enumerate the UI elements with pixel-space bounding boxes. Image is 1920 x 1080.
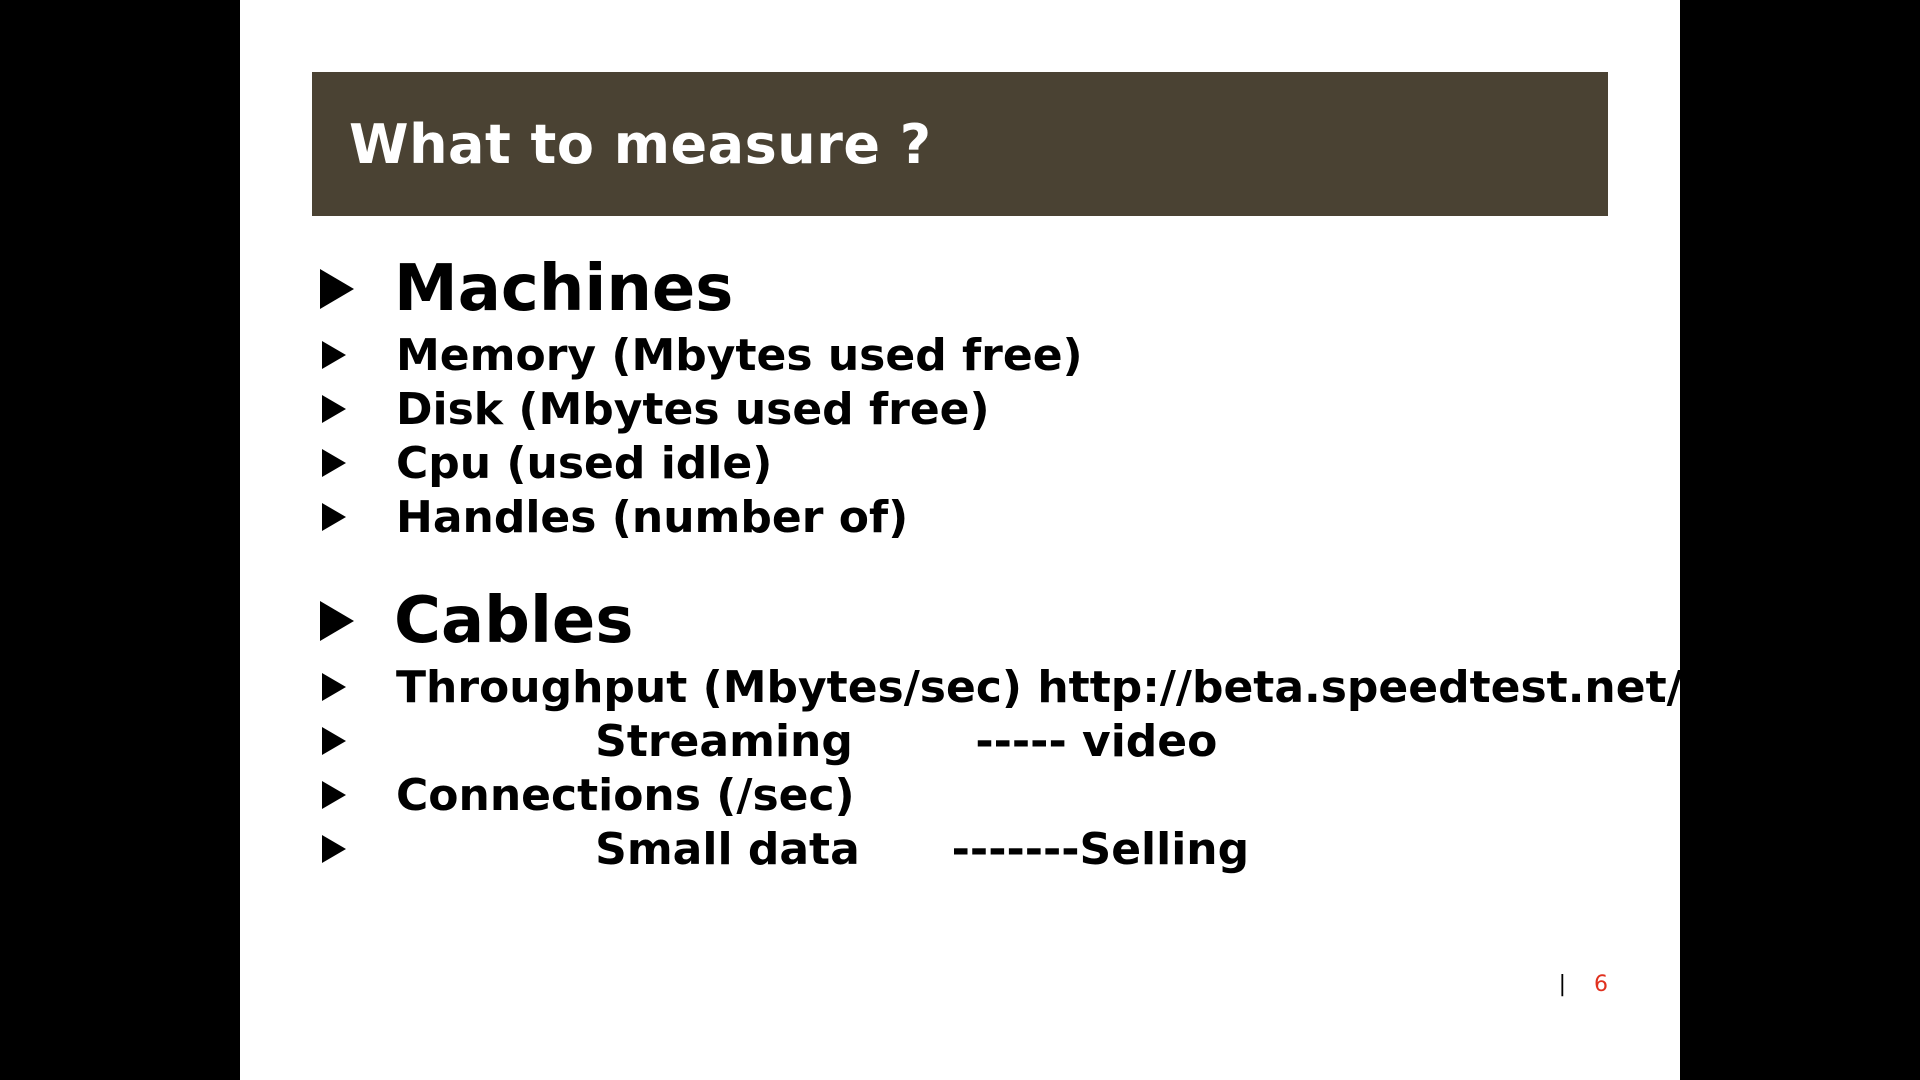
bullet-item: Disk (Mbytes used free) [320,382,1640,436]
triangle-bullet-icon [322,341,346,369]
triangle-bullet-icon [322,727,346,755]
bullet-list: Machines Memory (Mbytes used free) Disk … [320,250,1680,876]
bullet-text: Disk (Mbytes used free) [396,383,990,435]
bullet-text: Cpu (used idle) [396,437,773,489]
bullet-text: Throughput (Mbytes/sec) http://beta.spee… [396,661,1680,713]
bullet-item: Cpu (used idle) [320,436,1640,490]
triangle-bullet-icon [322,395,346,423]
bullet-text: Cables [394,584,634,658]
triangle-bullet-icon [322,673,346,701]
group-spacer [320,544,1640,582]
bullet-text: Streaming ----- video [396,715,1218,767]
triangle-bullet-icon [322,835,346,863]
bullet-item: Handles (number of) [320,490,1640,544]
page-number: 6 [1594,972,1608,997]
bullet-heading-cables: Cables [320,582,1640,660]
bullet-text: Small data -------Selling [396,823,1250,875]
bullet-item: Throughput (Mbytes/sec) http://beta.spee… [320,660,1680,714]
slide-title: What to measure ? [349,112,932,176]
bullet-text: Machines [394,252,734,326]
triangle-bullet-icon [320,601,354,641]
triangle-bullet-icon [322,449,346,477]
bullet-text: Memory (Mbytes used free) [396,329,1083,381]
triangle-bullet-icon [322,503,346,531]
page-number-separator: | [1558,972,1566,997]
bullet-item: Streaming ----- video [320,714,1640,768]
slide: What to measure ? Machines Memory (Mbyte… [240,0,1680,1080]
bullet-text: Connections (/sec) [396,769,855,821]
bullet-item: Connections (/sec) [320,768,1640,822]
triangle-bullet-icon [320,269,354,309]
bullet-heading-machines: Machines [320,250,1640,328]
triangle-bullet-icon [322,781,346,809]
slide-page-number: | 6 [1559,972,1608,997]
bullet-text: Handles (number of) [396,491,909,543]
slide-title-bar: What to measure ? [312,72,1608,216]
bullet-item: Memory (Mbytes used free) [320,328,1640,382]
bullet-item: Small data -------Selling [320,822,1640,876]
